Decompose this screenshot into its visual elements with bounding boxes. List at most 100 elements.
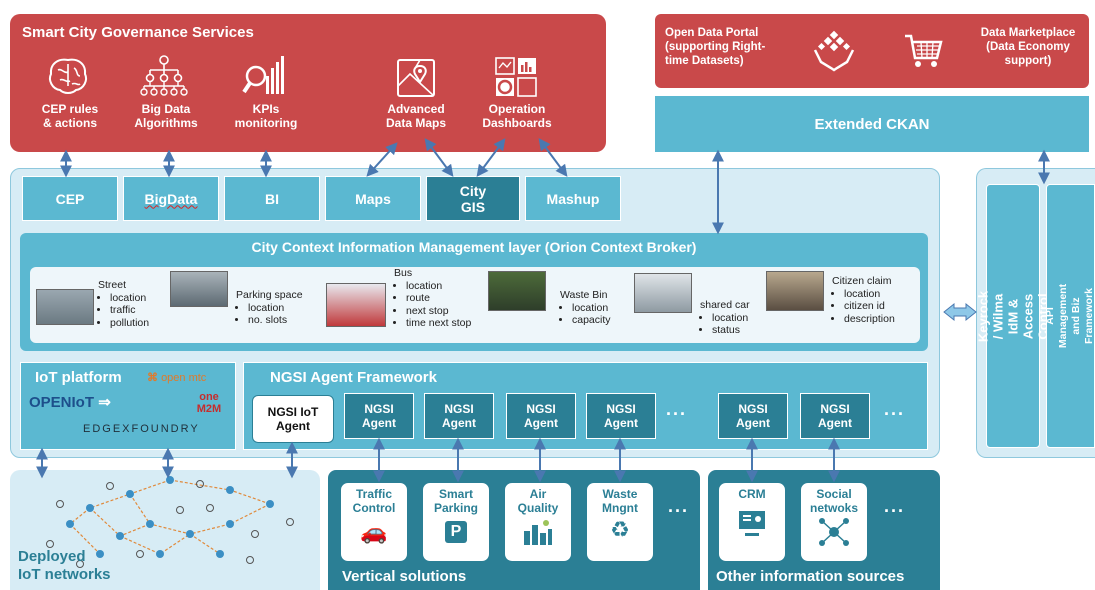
entity-parking: Parking space location no. slots: [236, 289, 303, 327]
shared-car-photo: [634, 273, 692, 313]
entity-citizen-claim-attr: description: [844, 313, 895, 326]
entity-bus-attr: next stop: [406, 305, 471, 318]
ngsi-agent-label: NGSI Agent: [442, 402, 476, 430]
open-mtc-logo: ⌘ open mtc: [147, 371, 206, 384]
entity-citizen-claim-name: Citizen claim: [832, 275, 892, 287]
api-management-label: API Management and Biz Framework: [1044, 283, 1095, 349]
keyrock-label: Keyrock / Wilma IdM & Access Control: [975, 290, 1051, 342]
tool-maps-label: Maps: [355, 190, 391, 207]
entity-shared-car-attr: location: [712, 312, 750, 325]
entity-shared-car: shared car location status: [700, 299, 750, 337]
citizen-claim-photo: [766, 271, 824, 311]
entity-shared-car-attr: status: [712, 324, 750, 337]
vertical-solutions-title: Vertical solutions: [342, 568, 467, 585]
ngsi-agent: NGSI Agent: [718, 393, 788, 439]
open-mtc-text: open mtc: [161, 372, 207, 384]
entity-parking-attr: location: [248, 302, 303, 315]
ngsi-ellipsis: ...: [884, 399, 906, 419]
entity-street-attr: location: [110, 292, 149, 305]
source-crm-label: CRM: [738, 487, 766, 501]
security-double-arrow: [943, 302, 977, 322]
entity-bus-attr: time next stop: [406, 317, 471, 330]
crm-screen-icon: [739, 511, 765, 536]
tool-bi-label: BI: [265, 190, 279, 207]
hands-data-icon: [813, 30, 855, 72]
source-social-networks: Social netwoks: [800, 482, 868, 562]
vertical-traffic-control-label: Traffic Control: [352, 487, 396, 515]
entity-bus-attr: route: [406, 292, 471, 305]
tool-city-gis: City GIS: [426, 176, 520, 221]
ngsi-agent-label: NGSI Agent: [736, 402, 770, 430]
entity-parking-name: Parking space: [236, 289, 303, 301]
vertical-smart-parking-label: Smart Parking: [433, 487, 478, 515]
entities-strip: Street location traffic pollution Parkin…: [30, 267, 920, 343]
other-sources-ellipsis: ...: [884, 496, 906, 516]
ngsi-agent-label: NGSI Agent: [818, 402, 852, 430]
keyrock-box: Keyrock / Wilma IdM & Access Control: [976, 184, 1051, 448]
entity-waste-bin-attr: location: [572, 302, 611, 315]
openiot-text: OPENIoT: [29, 394, 95, 411]
extended-ckan-label: Extended CKAN: [814, 115, 930, 133]
vertical-waste-mngnt: Waste Mngnt ♻: [586, 482, 654, 562]
entity-citizen-claim: Citizen claim location citizen id descri…: [832, 275, 895, 325]
ngsi-ellipsis: ...: [666, 399, 688, 419]
governance-item-maps: Advanced Data Maps: [385, 102, 447, 130]
ngsi-agent: NGSI Agent: [506, 393, 576, 439]
data-marketplace-label: Data Marketplace (Data Economy support): [980, 27, 1076, 67]
entity-bus: Bus location route next stop time next s…: [394, 267, 471, 330]
iot-networks-panel: Deployed IoT networks: [10, 470, 320, 590]
entity-shared-car-name: shared car: [700, 299, 750, 311]
tool-mashup-label: Mashup: [546, 190, 600, 207]
entity-citizen-claim-attr: citizen id: [844, 300, 895, 313]
entity-waste-bin-name: Waste Bin: [560, 289, 608, 301]
entity-street: Street location traffic pollution: [98, 279, 149, 329]
map-icon: [397, 59, 435, 97]
ngsi-agent: NGSI Agent: [424, 393, 494, 439]
edgex-text: EDGEXFOUNDRY: [83, 423, 200, 435]
entity-street-name: Street: [98, 279, 127, 291]
open-mtc-mark-icon: ⌘: [147, 372, 158, 384]
iot-platform-box: IoT platform ⌘ open mtc OPENIoT ⇒ one M2…: [20, 362, 236, 450]
ngsi-framework-title: NGSI Agent Framework: [270, 369, 437, 386]
onem2m-text: one M2M: [196, 391, 222, 415]
iot-network-graph-icon: [46, 476, 294, 568]
entity-bus-name: Bus: [394, 267, 413, 279]
governance-item-bigdata: Big Data Algorithms: [134, 102, 198, 130]
source-crm: CRM: [718, 482, 786, 562]
ngsi-agent-label: NGSI Agent: [362, 402, 396, 430]
tool-mashup: Mashup: [525, 176, 621, 221]
tool-cep: CEP: [22, 176, 118, 221]
entity-waste-bin: Waste Bin location capacity: [560, 289, 611, 327]
vertical-waste-mngnt-label: Waste Mngnt: [602, 487, 638, 515]
entity-street-attr: pollution: [110, 317, 149, 330]
tool-cep-label: CEP: [55, 190, 85, 207]
tool-bigdata: BigData: [123, 176, 219, 221]
edgex-logo: EDGEXFOUNDRY: [83, 423, 200, 435]
tool-bi: BI: [224, 176, 320, 221]
other-sources-title: Other information sources: [716, 568, 905, 585]
shopping-cart-icon: [905, 34, 943, 67]
openiot-logo: OPENIoT ⇒: [29, 393, 111, 411]
iot-networks-label: Deployed IoT networks: [18, 548, 111, 583]
vertical-air-quality: Air Quality: [504, 482, 572, 562]
brain-icon: [49, 58, 87, 94]
governance-title: Smart City Governance Services: [22, 24, 254, 41]
tool-city-gis-label: City GIS: [459, 182, 487, 215]
parking-icon: P: [445, 521, 467, 543]
ngsi-agent: NGSI Agent: [800, 393, 870, 439]
ngsi-agent: NGSI Agent: [586, 393, 656, 439]
entity-street-attr: traffic: [110, 304, 149, 317]
context-layer: City Context Information Management laye…: [20, 233, 928, 351]
iot-platform-title: IoT platform: [35, 369, 122, 386]
verticals-ellipsis: ...: [668, 496, 690, 516]
street-photo: [36, 289, 94, 325]
source-social-networks-label: Social netwoks: [809, 487, 858, 515]
vertical-traffic-control: Traffic Control 🚗: [340, 482, 408, 562]
entity-bus-attr: location: [406, 280, 471, 293]
bus-photo: [326, 283, 386, 327]
openiot-swoosh-icon: ⇒: [98, 394, 111, 411]
kpi-magnifier-icon: [242, 56, 284, 94]
onem2m-logo: one M2M: [189, 391, 229, 415]
vertical-air-quality-label: Air Quality: [517, 487, 559, 515]
entity-parking-attr: no. slots: [248, 314, 303, 327]
